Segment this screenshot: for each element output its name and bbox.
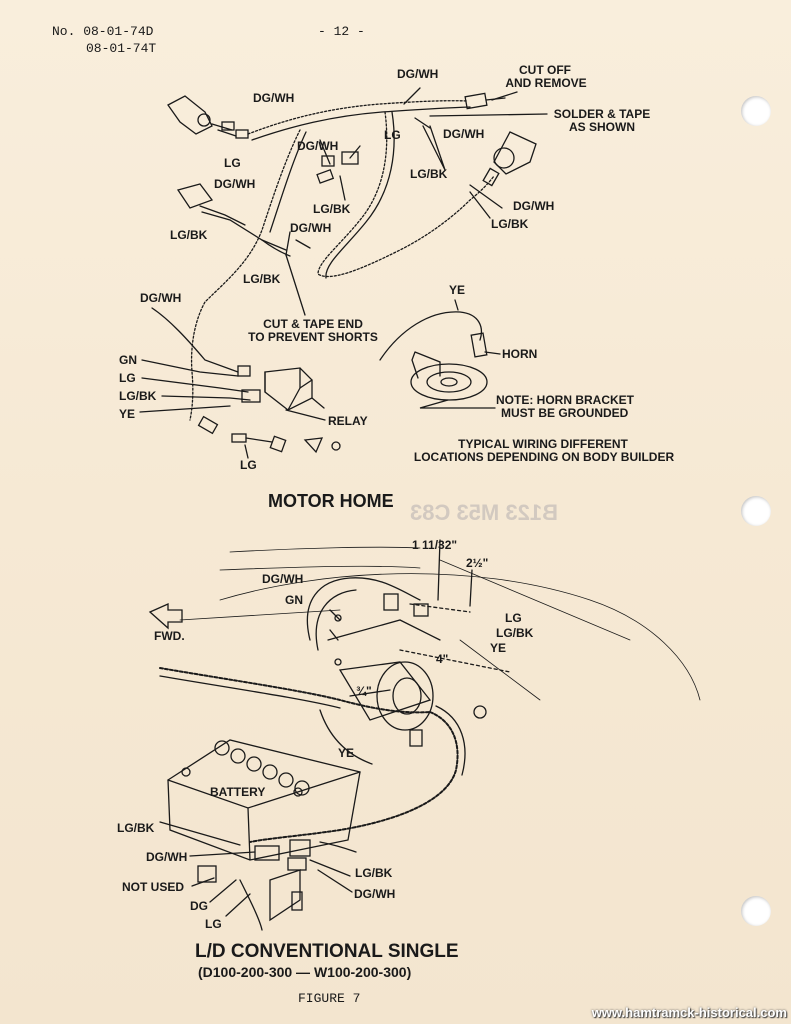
label-gn: GN [119,353,137,367]
label-dgwh-mid: DG/WH [443,127,485,141]
site-watermark: www.hamtramck-historical.com [591,1005,787,1020]
label-lgbk-a: LG/BK [410,167,448,181]
label-conv-lgbk-left: LG/BK [117,821,155,835]
label-lgbk-b: LG/BK [313,202,351,216]
label-conv-dgwh-left: DG/WH [146,850,188,864]
left-horn-drawing [167,95,249,139]
label-solder-tape: SOLDER & TAPE [553,107,651,121]
binder-hole-middle [741,496,771,526]
label-lgbk-relay: LG/BK [119,389,157,403]
label-conv-ye-bottom: YE [338,746,355,760]
relay-drawing [264,367,325,411]
battery-drawing [167,739,361,861]
label-conv-gn: GN [285,593,303,607]
label-lgbk-right: LG/BK [491,217,529,231]
label-conv-dgwh-right: DG/WH [354,887,396,901]
label-typical-1: TYPICAL WIRING DIFFERENT [458,437,628,451]
label-relay: RELAY [328,414,368,428]
binder-hole-top [741,96,771,126]
conventional-horn-drawing [306,577,441,731]
label-conv-lgbk-right: LG/BK [355,866,393,880]
label-lg-relay: LG [119,371,136,385]
label-dgwh-relay: DG/WH [140,291,182,305]
label-note-1: NOTE: HORN BRACKET [496,393,634,407]
label-lgbk-d: LG/BK [243,272,281,286]
label-ye-top: YE [449,283,466,297]
label-dgwh-c: DG/WH [214,177,256,191]
label-dgwh-left: DG/WH [253,91,295,105]
label-fwd: FWD. [154,629,185,643]
label-conv-dg: DG [190,899,208,913]
label-cut-off: CUT OFF [519,63,571,77]
label-as-shown: AS SHOWN [569,120,635,134]
left-connector-drawing [176,183,287,251]
label-dgwh-mid2: DG/WH [297,139,339,153]
label-conv-lg: LG [505,611,522,625]
label-ye-relay: YE [119,407,136,421]
label-conv-lg-bottom: LG [205,917,222,931]
doc-number: No. 08-01-74D [52,24,154,39]
figure-label: FIGURE 7 [298,991,361,1006]
label-lgbk-c: LG/BK [170,228,208,242]
motor-home-horn-drawing [410,351,488,401]
label-dim-4: 4" [436,652,449,666]
conventional-subtitle: (D100-200-300 — W100-200-300) [198,964,412,980]
label-dgwh-d: DG/WH [290,221,332,235]
label-dim-34: ¾" [356,684,372,698]
label-dgwh-right: DG/WH [513,199,555,213]
label-dim-1: 1 11/32" [412,538,458,552]
label-conv-ye: YE [490,641,507,655]
forward-arrow-drawing [148,602,183,630]
label-horn: HORN [502,347,538,361]
label-lg-bottom: LG [240,458,257,472]
binder-hole-bottom [741,896,771,926]
label-battery: BATTERY [210,785,266,799]
label-lg-b: LG [384,128,401,142]
doc-number-secondary: 08-01-74T [86,41,157,56]
label-cut-tape-2: TO PREVENT SHORTS [248,330,378,344]
label-note-2: MUST BE GROUNDED [501,406,629,420]
label-cut-tape-1: CUT & TAPE END [263,317,363,331]
label-dgwh-top: DG/WH [397,67,439,81]
motor-home-title: MOTOR HOME [268,491,394,511]
label-lg-a: LG [224,156,241,170]
label-and-remove: AND REMOVE [505,76,587,90]
label-not-used: NOT USED [122,880,185,894]
label-conv-lgbk: LG/BK [496,626,534,640]
label-dim-2: 2½" [466,556,489,570]
label-conv-dgwh: DG/WH [262,572,304,586]
label-typical-2: LOCATIONS DEPENDING ON BODY BUILDER [413,450,675,464]
page-number: - 12 - [318,24,365,39]
right-horn-drawing [482,131,537,187]
conventional-title: L/D CONVENTIONAL SINGLE [195,941,459,962]
